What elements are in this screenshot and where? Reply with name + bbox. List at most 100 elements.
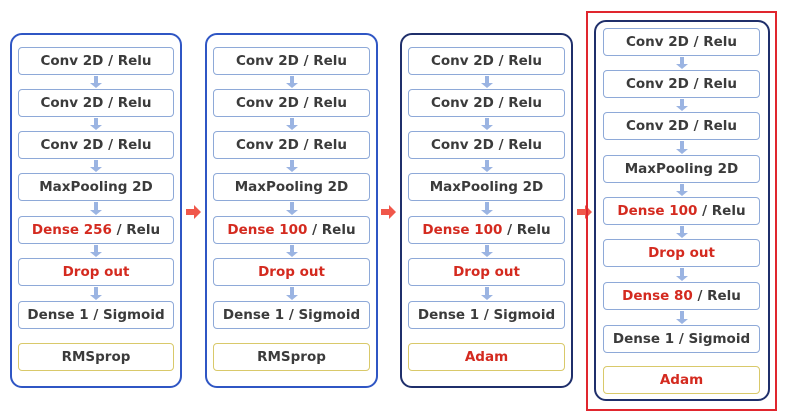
layer-label: MaxPooling 2D: [624, 161, 739, 177]
layer-box: Conv 2D / Relu: [18, 89, 174, 117]
down-arrow-icon: [480, 76, 493, 88]
layer-label: Dense 1 / Sigmoid: [417, 307, 556, 323]
down-arrow-icon: [675, 57, 688, 69]
down-arrow-icon: [480, 160, 493, 172]
layer-box: Conv 2D / Relu: [603, 70, 760, 98]
layer-box: Conv 2D / Relu: [213, 131, 370, 159]
optimizer-label: RMSprop: [257, 349, 326, 365]
right-arrow-icon: [186, 205, 201, 219]
layer-label: MaxPooling 2D: [39, 179, 153, 195]
layer-box: Conv 2D / Relu: [408, 89, 565, 117]
down-arrow-icon: [285, 118, 298, 130]
down-arrow-icon: [90, 287, 102, 300]
down-arrow-icon: [480, 245, 493, 257]
down-arrow-icon: [285, 245, 298, 257]
down-arrow-icon: [285, 287, 298, 300]
down-arrow-icon: [675, 226, 688, 238]
layer-label: Dense 1 / Sigmoid: [612, 331, 751, 347]
layer-box: Dense 1 / Sigmoid: [213, 301, 370, 329]
layer-label: Dense 1 / Sigmoid: [27, 307, 165, 323]
layer-box: Conv 2D / Relu: [213, 89, 370, 117]
layer-box: Dense 1 / Sigmoid: [18, 301, 174, 329]
right-arrow-icon: [577, 205, 592, 219]
layer-box: Drop out: [18, 258, 174, 286]
layer-box: MaxPooling 2D: [408, 173, 565, 201]
down-arrow-icon: [285, 202, 298, 215]
layer-box: Drop out: [408, 258, 565, 286]
layer-label: Dense 100: [617, 203, 698, 219]
optimizer-label: Adam: [464, 349, 509, 365]
down-arrow-icon: [675, 184, 688, 196]
layer-box: Dense 100 / Relu: [213, 216, 370, 244]
layer-box: Conv 2D / Relu: [408, 47, 565, 75]
down-arrow-icon: [90, 76, 102, 88]
layer-box: MaxPooling 2D: [603, 155, 760, 183]
layer-box: Conv 2D / Relu: [408, 131, 565, 159]
selected-model-highlight: [586, 11, 777, 411]
layer-label: Drop out: [258, 264, 325, 280]
layer-label: Drop out: [62, 264, 130, 280]
layer-box: MaxPooling 2D: [18, 173, 174, 201]
layer-box: MaxPooling 2D: [213, 173, 370, 201]
down-arrow-icon: [675, 141, 688, 154]
layer-label: / Relu: [111, 222, 161, 238]
down-arrow-icon: [285, 160, 298, 172]
layer-label: Drop out: [453, 264, 520, 280]
layer-label: MaxPooling 2D: [429, 179, 544, 195]
layer-label: Conv 2D / Relu: [625, 118, 737, 134]
optimizer-box: RMSprop: [18, 343, 174, 371]
layer-box: Dense 1 / Sigmoid: [603, 325, 760, 353]
down-arrow-icon: [90, 245, 102, 257]
layer-box: Drop out: [603, 239, 760, 267]
optimizer-box: Adam: [408, 343, 565, 371]
layer-box: Conv 2D / Relu: [18, 131, 174, 159]
layer-label: MaxPooling 2D: [234, 179, 349, 195]
down-arrow-icon: [90, 202, 102, 215]
layer-label: Drop out: [648, 245, 715, 261]
layer-label: Dense 80: [622, 288, 693, 304]
layer-label: Conv 2D / Relu: [430, 95, 542, 111]
layer-box: Conv 2D / Relu: [603, 28, 760, 56]
down-arrow-icon: [480, 118, 493, 130]
layer-box: Dense 1 / Sigmoid: [408, 301, 565, 329]
down-arrow-icon: [90, 160, 102, 172]
layer-box: Drop out: [213, 258, 370, 286]
layer-label: Conv 2D / Relu: [40, 137, 152, 153]
layer-box: Dense 256 / Relu: [18, 216, 174, 244]
layer-label: / Relu: [502, 222, 551, 238]
layer-label: / Relu: [307, 222, 356, 238]
layer-label: Conv 2D / Relu: [430, 137, 542, 153]
down-arrow-icon: [675, 268, 688, 281]
layer-label: Conv 2D / Relu: [430, 53, 542, 69]
layer-box: Dense 80 / Relu: [603, 282, 760, 310]
right-arrow-icon: [381, 205, 396, 219]
optimizer-box: Adam: [603, 366, 760, 394]
optimizer-label: Adam: [659, 372, 704, 388]
layer-label: Conv 2D / Relu: [235, 137, 347, 153]
layer-label: Dense 256: [31, 222, 112, 238]
optimizer-label: RMSprop: [61, 349, 131, 365]
layer-label: / Relu: [697, 203, 746, 219]
layer-box: Conv 2D / Relu: [603, 112, 760, 140]
layer-label: Conv 2D / Relu: [625, 76, 737, 92]
layer-label: Dense 100: [422, 222, 503, 238]
optimizer-box: RMSprop: [213, 343, 370, 371]
down-arrow-icon: [285, 76, 298, 88]
layer-label: Conv 2D / Relu: [40, 53, 152, 69]
down-arrow-icon: [675, 99, 688, 111]
layer-label: Dense 1 / Sigmoid: [222, 307, 361, 323]
layer-box: Dense 100 / Relu: [603, 197, 760, 225]
down-arrow-icon: [480, 287, 493, 300]
layer-box: Conv 2D / Relu: [18, 47, 174, 75]
layer-box: Dense 100 / Relu: [408, 216, 565, 244]
down-arrow-icon: [480, 202, 493, 215]
layer-label: Conv 2D / Relu: [235, 95, 347, 111]
layer-label: Dense 100: [227, 222, 308, 238]
layer-label: Conv 2D / Relu: [40, 95, 152, 111]
layer-label: Conv 2D / Relu: [625, 34, 737, 50]
down-arrow-icon: [90, 118, 102, 130]
layer-box: Conv 2D / Relu: [213, 47, 370, 75]
down-arrow-icon: [675, 311, 688, 324]
layer-label: / Relu: [692, 288, 741, 304]
layer-label: Conv 2D / Relu: [235, 53, 347, 69]
